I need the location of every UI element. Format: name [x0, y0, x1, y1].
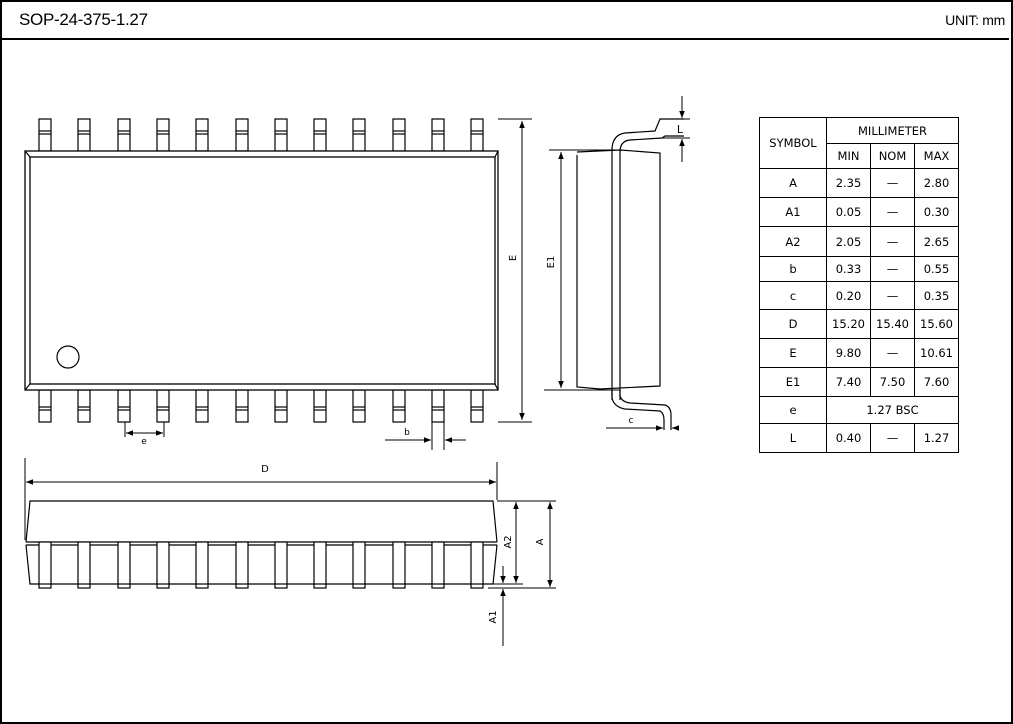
- nom-cell: —: [870, 423, 915, 453]
- dim-label-b: b: [404, 428, 410, 438]
- min-cell: 2.35: [826, 168, 871, 198]
- max-cell: 1.27: [914, 423, 959, 453]
- min-cell: 0.40: [826, 423, 871, 453]
- dim-label-E1: E1: [546, 256, 557, 269]
- symbol-cell: A2: [759, 226, 827, 257]
- nom-cell: 15.40: [870, 309, 915, 339]
- max-cell: 0.55: [914, 256, 959, 282]
- col-header-min: MIN: [826, 143, 871, 169]
- min-cell: 7.40: [826, 367, 871, 397]
- package-title: SOP-24-375-1.27: [19, 10, 148, 29]
- dim-label-A: A: [535, 538, 546, 545]
- dim-E: [498, 118, 532, 423]
- col-header-nom: NOM: [870, 143, 915, 169]
- symbol-cell: A1: [759, 197, 827, 227]
- symbol-header: SYMBOL: [759, 117, 827, 169]
- max-cell: 7.60: [914, 367, 959, 397]
- symbol-cell: e: [759, 396, 827, 424]
- symbol-cell: L: [759, 423, 827, 453]
- unit-header: MILLIMETER: [826, 117, 959, 144]
- front-leads: [38, 541, 484, 589]
- dim-label-D: D: [261, 464, 269, 475]
- unit-label: UNIT: mm: [945, 12, 1005, 28]
- max-cell: 10.61: [914, 338, 959, 368]
- nom-cell: —: [870, 281, 915, 310]
- min-cell: 0.05: [826, 197, 871, 227]
- min-cell: 0.20: [826, 281, 871, 310]
- max-cell: 2.80: [914, 168, 959, 198]
- min-cell: 15.20: [826, 309, 871, 339]
- dim-L: [661, 96, 690, 162]
- dim-label-e: e: [141, 437, 147, 447]
- dim-E1: [544, 149, 620, 391]
- nom-cell: —: [870, 338, 915, 368]
- front-view: [25, 500, 498, 589]
- pin1-marker-icon: [56, 345, 80, 369]
- dim-label-E: E: [508, 255, 519, 261]
- nom-cell: —: [870, 168, 915, 198]
- min-cell: 0.33: [826, 256, 871, 282]
- dim-label-L: L: [677, 123, 684, 136]
- dim-e: [124, 422, 165, 437]
- symbol-cell: E1: [759, 367, 827, 397]
- symbol-cell: D: [759, 309, 827, 339]
- symbol-cell: E: [759, 338, 827, 368]
- top-leads: [38, 118, 484, 152]
- nom-cell: —: [870, 226, 915, 257]
- top-view: [24, 118, 499, 423]
- symbol-cell: b: [759, 256, 827, 282]
- max-cell: 0.35: [914, 281, 959, 310]
- dim-label-A2: A2: [503, 535, 514, 548]
- symbol-cell: c: [759, 281, 827, 310]
- symbol-cell: A: [759, 168, 827, 198]
- side-view: [576, 118, 684, 430]
- dim-A: [488, 500, 556, 646]
- max-cell: 0.30: [914, 197, 959, 227]
- min-cell: 2.05: [826, 226, 871, 257]
- max-cell: 15.60: [914, 309, 959, 339]
- nom-cell: 7.50: [870, 367, 915, 397]
- nom-cell: —: [870, 256, 915, 282]
- dim-label-A1: A1: [488, 610, 499, 623]
- dim-D: [24, 458, 498, 540]
- dim-b: [385, 422, 466, 450]
- title-bar: SOP-24-375-1.27 UNIT: mm: [0, 0, 1009, 40]
- max-cell: 2.65: [914, 226, 959, 257]
- bottom-leads: [38, 389, 484, 423]
- dim-label-c: c: [629, 416, 634, 426]
- span-cell: 1.27 BSC: [826, 396, 959, 424]
- min-cell: 9.80: [826, 338, 871, 368]
- nom-cell: —: [870, 197, 915, 227]
- col-header-max: MAX: [914, 143, 959, 169]
